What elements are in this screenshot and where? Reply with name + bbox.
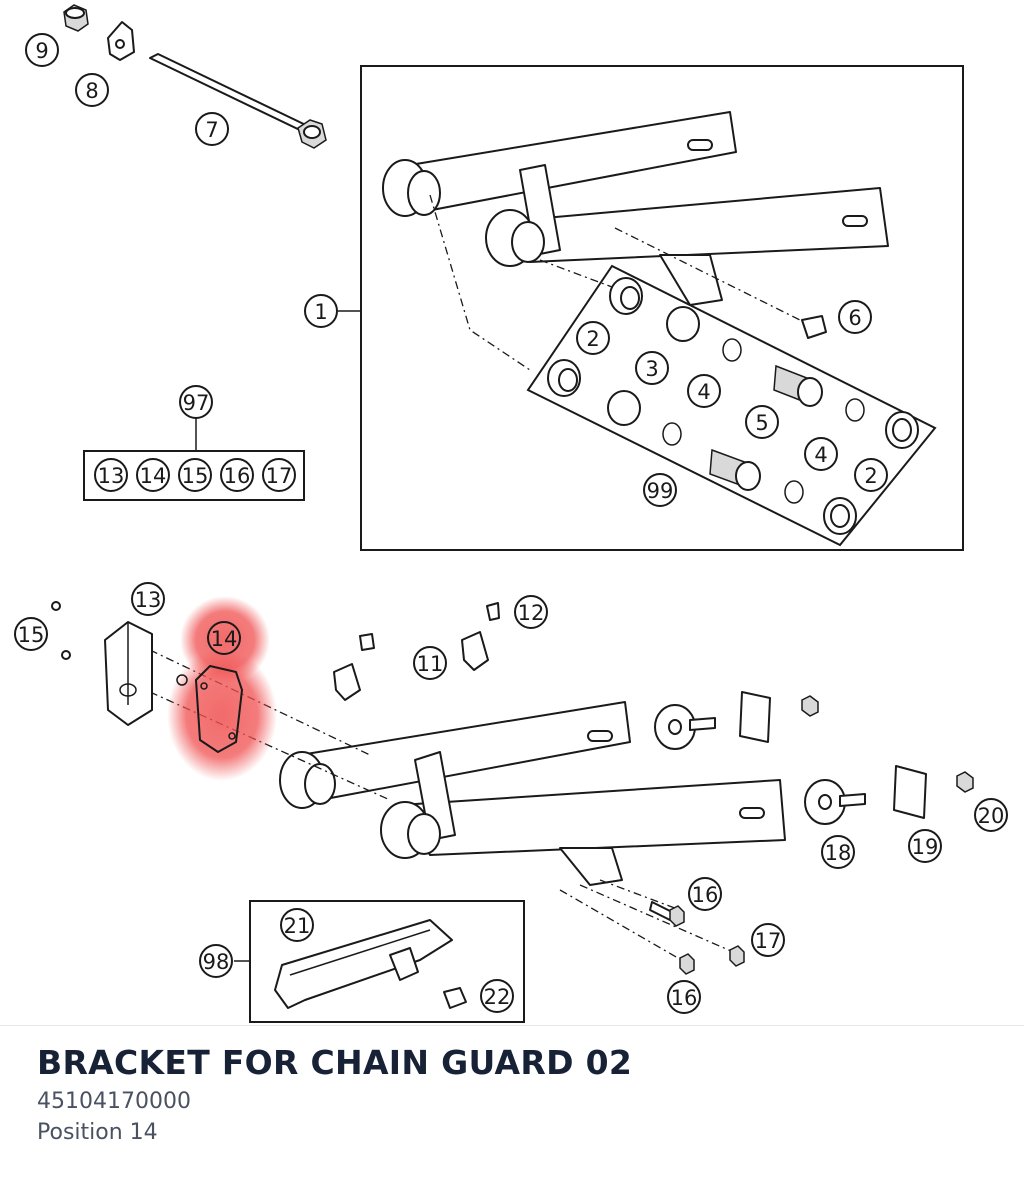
screw-part-15a: [51, 601, 61, 611]
callout-18[interactable]: 18: [821, 835, 855, 869]
callout-5[interactable]: 5: [745, 405, 779, 439]
callout-13[interactable]: 13: [131, 582, 165, 616]
callout-21[interactable]: 21: [280, 908, 314, 942]
callout-2-upper[interactable]: 2: [576, 321, 610, 355]
callout-19[interactable]: 19: [908, 829, 942, 863]
svg-text:14: 14: [211, 627, 238, 651]
svg-text:2: 2: [864, 464, 877, 488]
callout-15[interactable]: 15: [14, 617, 48, 651]
svg-text:15: 15: [182, 464, 209, 488]
svg-text:3: 3: [645, 357, 658, 381]
part-number: 45104170000: [37, 1089, 191, 1114]
svg-text:13: 13: [98, 464, 125, 488]
svg-text:4: 4: [814, 443, 827, 467]
svg-text:13: 13: [135, 588, 162, 612]
screw-part-12: [486, 602, 500, 621]
callout-kit-17[interactable]: 17: [262, 458, 296, 492]
screw-part-15b: [61, 650, 71, 660]
svg-text:17: 17: [266, 464, 293, 488]
svg-text:16: 16: [692, 883, 719, 907]
callout-98[interactable]: 98: [199, 944, 233, 978]
svg-text:8: 8: [85, 79, 98, 103]
svg-text:98: 98: [203, 950, 230, 974]
svg-text:1: 1: [314, 300, 327, 324]
screw-part-22: [443, 987, 467, 1009]
callout-17[interactable]: 17: [751, 923, 785, 957]
svg-text:2: 2: [586, 327, 599, 351]
callout-7[interactable]: 7: [195, 112, 229, 146]
svg-text:21: 21: [284, 914, 311, 938]
bearing-kit-box: [526, 264, 937, 547]
callout-4-lower[interactable]: 4: [804, 437, 838, 471]
caption-divider: [0, 1025, 1024, 1026]
exploded-parts-diagram: 9 8 7 1 6 2 3 4 5 4 2 99 97 13 14 15 16 …: [14, 4, 1008, 1023]
callout-8[interactable]: 8: [75, 73, 109, 107]
svg-text:17: 17: [755, 929, 782, 953]
svg-text:9: 9: [35, 39, 48, 63]
part-name: BRACKET FOR CHAIN GUARD 02: [37, 1043, 633, 1082]
callout-22[interactable]: 22: [480, 979, 514, 1013]
svg-text:19: 19: [912, 835, 939, 859]
callout-kit-14[interactable]: 14: [136, 458, 170, 492]
callout-3[interactable]: 3: [635, 351, 669, 385]
swingarm-upper: [382, 111, 889, 306]
callout-12[interactable]: 12: [514, 595, 548, 629]
svg-text:14: 14: [140, 464, 167, 488]
svg-text:16: 16: [671, 986, 698, 1010]
svg-text:7: 7: [205, 118, 218, 142]
callout-97[interactable]: 97: [179, 385, 213, 419]
kit-97-frame: [83, 450, 305, 501]
part-caption: BRACKET FOR CHAIN GUARD 02 45104170000 P…: [37, 1040, 997, 1148]
svg-text:18: 18: [825, 841, 852, 865]
chain-guide-part-11: [333, 631, 489, 701]
callout-16-upper[interactable]: 16: [688, 877, 722, 911]
callout-11[interactable]: 11: [413, 646, 447, 680]
svg-text:20: 20: [978, 804, 1005, 828]
callout-99[interactable]: 99: [643, 473, 677, 507]
svg-text:99: 99: [647, 479, 674, 503]
axle-block-parts: [654, 691, 974, 825]
svg-text:12: 12: [518, 601, 545, 625]
svg-text:11: 11: [417, 652, 444, 676]
svg-text:16: 16: [224, 464, 251, 488]
callout-9[interactable]: 9: [25, 33, 59, 67]
chain-guard-bracket-13: [104, 621, 153, 726]
callout-kit-16[interactable]: 16: [220, 458, 254, 492]
swingarm-assembly-frame: [360, 65, 964, 551]
svg-text:22: 22: [484, 985, 511, 1009]
callout-1[interactable]: 1: [304, 294, 338, 328]
bolt-parts-16-17: [649, 901, 745, 975]
callout-kit-13[interactable]: 13: [94, 458, 128, 492]
axle-part-7: [149, 53, 327, 149]
bracket-part-14: [176, 665, 243, 753]
svg-text:15: 15: [18, 623, 45, 647]
callout-4-upper[interactable]: 4: [687, 374, 721, 408]
part-position: Position 14: [37, 1120, 158, 1145]
svg-text:97: 97: [183, 391, 210, 415]
callout-20[interactable]: 20: [974, 798, 1008, 832]
svg-text:5: 5: [755, 411, 768, 435]
nut-part-9: [63, 4, 89, 32]
svg-text:6: 6: [848, 306, 861, 330]
callout-14[interactable]: 14: [207, 621, 241, 655]
washer-part-8: [107, 21, 135, 61]
swingarm-lower: [279, 701, 786, 886]
chain-guard-part-21: [274, 919, 453, 1009]
bolt-part-6: [801, 315, 827, 339]
callout-16-lower[interactable]: 16: [667, 980, 701, 1014]
callout-6[interactable]: 6: [838, 300, 872, 334]
highlight-part-14: [167, 596, 277, 781]
callout-kit-15[interactable]: 15: [178, 458, 212, 492]
callout-2-lower[interactable]: 2: [854, 458, 888, 492]
svg-text:4: 4: [697, 380, 710, 404]
